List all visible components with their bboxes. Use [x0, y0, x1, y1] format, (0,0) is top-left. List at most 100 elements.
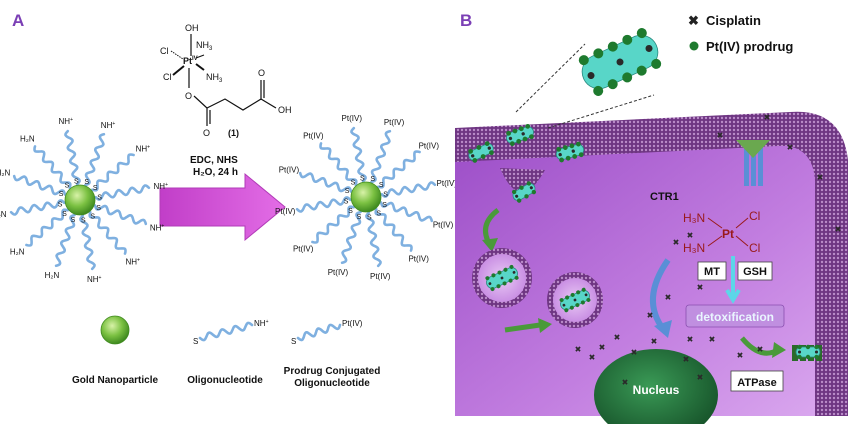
thiol-s-label: S: [74, 178, 79, 185]
cisplatin-marker: ✖: [647, 311, 654, 320]
oligo-strand: [311, 205, 355, 244]
compound-o-ring: O: [185, 91, 192, 101]
legend-prodrug-label-2: Oligonucleotide: [294, 378, 370, 389]
nucleus: [594, 349, 718, 424]
thiol-s-label: S: [97, 195, 102, 202]
nucleus-label: Nucleus: [633, 383, 680, 397]
amine-end-label: H₂N: [0, 169, 10, 178]
membrane-nanoparticles: [468, 123, 821, 360]
cisplatin-marker: ✖: [687, 231, 694, 240]
green-arrow-vesicle: [504, 322, 541, 333]
drug-loaded-nanoparticle: [506, 123, 534, 147]
compound-nh3-top: NH3: [196, 40, 213, 52]
drug-loaded-nanoparticle: [559, 287, 591, 313]
ptiv-end-label: Pt(IV): [275, 207, 296, 216]
thiol-s-label: S: [59, 191, 64, 198]
cisplatin-marker: ✖: [835, 225, 842, 234]
oligo-strand: [33, 145, 72, 189]
thiol-s-label: S: [58, 201, 63, 208]
compound-number: (1): [228, 128, 239, 138]
cytoplasm: [455, 145, 815, 417]
mt-box: [697, 261, 727, 281]
cisplatin-marker: ✖: [589, 353, 596, 362]
oligo-strand: [295, 196, 352, 213]
oligo-strand: [374, 208, 413, 252]
oligo-strand: [365, 211, 382, 268]
amine-end-label: NH+: [59, 117, 74, 126]
thiol-s-label: S: [357, 214, 362, 221]
legend-prodrug-end: Pt(IV): [342, 319, 363, 328]
detox-label: detoxification: [696, 310, 774, 324]
thiol-s-label: S: [367, 215, 372, 222]
oligo-strand: [79, 214, 96, 271]
cisplatin-marker: ✖: [717, 131, 724, 140]
oligo-strand: [25, 208, 69, 247]
cisplatin-marker: ✖: [651, 337, 658, 346]
oligo-strand: [377, 150, 421, 189]
thiol-s-label: S: [81, 218, 86, 225]
legend-prodrug-label-1: Prodrug Conjugated: [284, 366, 381, 377]
gsh-label: GSH: [743, 266, 767, 278]
panel-a-legend: Gold Nanoparticle S NH+ Oligonucleotide …: [72, 315, 381, 389]
cisplatin-marker: ✖: [575, 345, 582, 354]
cisplatin-marker: ✖: [631, 348, 638, 357]
drug-loaded-nanoparticle: [511, 181, 537, 203]
cisplatin-marker: ✖: [757, 345, 764, 354]
cisplatin-marker: ✖: [683, 355, 690, 364]
compound-cl-right: Cl: [163, 72, 172, 82]
thiol-s-label: S: [348, 208, 353, 215]
blue-trafficking-arrow: [650, 258, 671, 332]
thiol-s-label: S: [370, 176, 375, 183]
thiol-s-label: S: [96, 205, 101, 212]
cisplatin-marker: ✖: [622, 378, 629, 387]
conditions-line2: H₂O, 24 h: [193, 167, 238, 178]
endosome-vesicles: [472, 248, 603, 328]
atpase-label: ATPase: [737, 377, 777, 389]
ctr1-label: CTR1: [650, 191, 679, 203]
ptiv-end-label: Pt(IV): [384, 118, 405, 127]
cisplatin-marker: ✖: [697, 283, 704, 292]
ctr1-transporter: [736, 140, 770, 186]
cisplatin-cl-bottom: Cl: [749, 241, 760, 255]
cisplatin-marker: ✖: [614, 333, 621, 342]
thiol-s-label: S: [351, 180, 356, 187]
compound-o-carbonyl: O: [203, 128, 210, 138]
gold-nanoparticle: [350, 181, 382, 213]
oligo-strand: [340, 210, 362, 265]
amine-end-label: NH+: [154, 182, 169, 191]
ptiv-end-label: Pt(IV): [437, 179, 458, 188]
gsh-box: [737, 261, 773, 281]
oligo-strand: [298, 171, 353, 193]
reagent-compound-structure: OH NH3 Cl PtIV Cl NH3 O O O OH (1): [160, 23, 292, 138]
oligo-strand: [379, 201, 434, 223]
cisplatin-marker: ✖: [764, 113, 771, 122]
cisplatin-h3n-bottom: H₃N: [683, 241, 705, 255]
oligo-strand: [350, 126, 367, 183]
oligo-strand: [93, 204, 148, 226]
ptiv-end-label: Pt(IV): [328, 268, 349, 277]
legend-oligo-label: Oligonucleotide: [187, 375, 263, 386]
cisplatin-marker: ✖: [687, 335, 694, 344]
compound-cl-left: Cl: [160, 46, 169, 56]
thiol-s-label: S: [345, 188, 350, 195]
reaction-arrow: [159, 172, 286, 242]
legend-prodrug-label: Pt(IV) prodrug: [706, 39, 793, 54]
compound-o-acid: O: [258, 68, 265, 78]
ptiv-end-label: Pt(IV): [419, 142, 440, 151]
oligo-strand: [91, 153, 135, 192]
drug-loaded-nanoparticle: [578, 28, 662, 96]
legend-cisplatin-label: Cisplatin: [706, 13, 761, 28]
amine-end-label: NH+: [136, 145, 151, 154]
gold-nanoparticle: [64, 184, 96, 216]
panel-a-label: A: [12, 11, 24, 30]
oligo-strand: [54, 213, 76, 268]
thiol-s-label: S: [379, 182, 384, 189]
ptiv-end-label: Pt(IV): [279, 166, 300, 175]
thiol-s-label: S: [344, 198, 349, 205]
compound-oh: OH: [185, 23, 199, 33]
cisplatin-structure: H₃N H₃N Pt Cl Cl: [683, 209, 760, 255]
oligo-strand-legend-icon: [198, 321, 254, 342]
thiol-s-label: S: [71, 217, 76, 224]
amine-end-label: H₂N: [10, 247, 25, 256]
cisplatin-marker: ✖: [599, 343, 606, 352]
